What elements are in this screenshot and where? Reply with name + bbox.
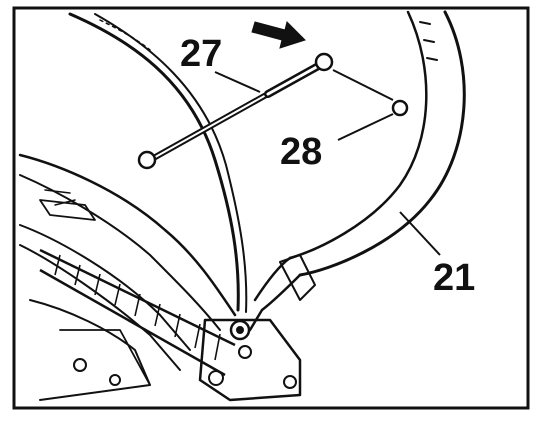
leader-21 [399,211,441,256]
upper-frame-rail [68,12,240,312]
gas-strut-27 [137,52,334,170]
ball-stud-28 [391,99,409,117]
bow-21-outer [298,10,466,277]
line-art [18,10,466,402]
hatched-strap [39,248,236,377]
strut-end-upper [314,52,334,72]
strut-end-lower [137,150,157,170]
callout-27: 27 [180,33,222,75]
upper-frame-rail-inner [94,13,248,313]
callout-21: 21 [433,257,475,299]
leader-lines [214,69,441,256]
diagram-frame [12,6,530,410]
callout-28: 28 [280,131,322,173]
leader-28b [332,69,394,101]
lower-mechanism [18,153,237,317]
leader-28 [337,113,394,141]
bow-21-inner [288,10,428,260]
leader-27 [214,71,261,93]
arrow-icon [251,21,306,49]
